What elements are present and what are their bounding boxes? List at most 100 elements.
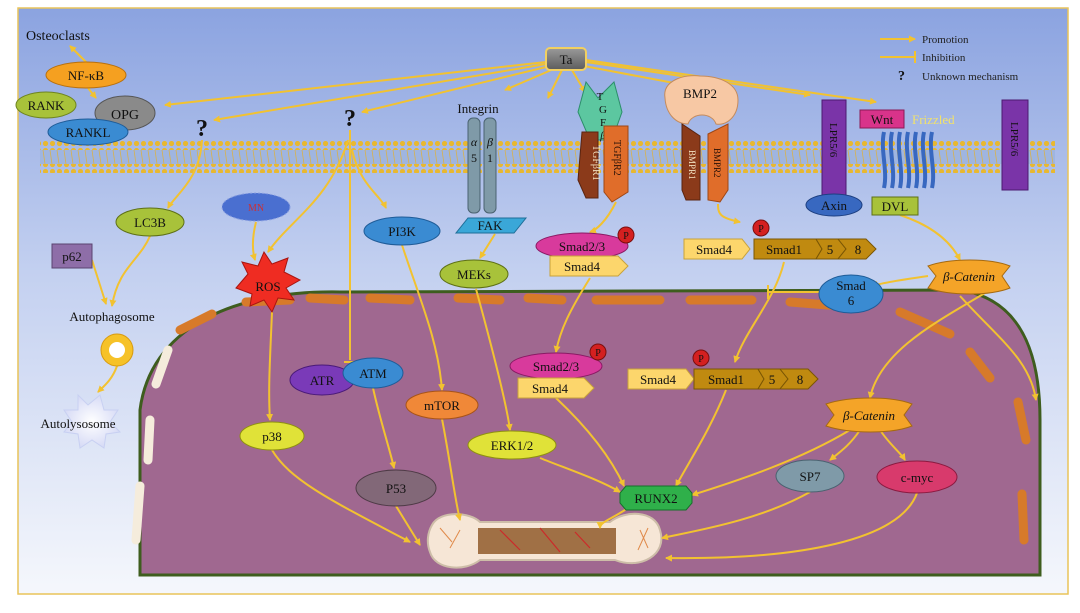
nuclear-envelope-segment [175,309,217,335]
promotion-arrow [97,365,118,393]
mn-node [221,192,291,222]
ta-label: Ta [560,52,573,67]
p53-label: P53 [386,481,406,496]
tgfb-letter-t: T [597,91,604,103]
promotion-arrow [109,235,151,307]
smad4-cyto-label: Smad4 [564,259,601,274]
nuclear-envelope-segment [523,293,567,305]
fak-label: FAK [477,218,503,233]
mn-label: MN [248,203,264,214]
promotion-arrow [441,418,462,521]
frizzled-helix [880,131,888,189]
promotion-arrow [395,505,421,546]
integrin-alpha5 [467,117,481,214]
atm-node [342,357,404,389]
smad6-label-line1: Smad [836,278,866,293]
bmpr1-receptor [681,123,701,201]
promotion-arrow [167,139,203,209]
nuclear-envelope-segment [365,293,415,305]
promotion-arrow [585,59,877,105]
p53-node [355,469,437,507]
smad5-nuc-label: 5 [769,372,776,387]
promotion-arrow [267,139,349,253]
promotion-arrow [372,387,397,469]
nuclear-envelope-segment [143,415,155,465]
nuclear-envelope-segment [151,345,173,389]
rank-label: RANK [28,98,65,113]
promotion-arrow [661,491,811,541]
smad4-cyto-right-label: Smad4 [696,242,733,257]
frizzled-helix [888,131,896,189]
promotion-arrow [665,492,918,562]
p38-label: p38 [262,429,282,444]
pi3k-node [363,216,441,246]
bcatenin-cyto-node [927,259,1011,295]
bcatenin-cyto-label: β-Catenin [942,269,995,284]
lpr56-left-receptor [821,99,847,197]
autolysosome-icon [63,393,122,449]
promotion-arrow [675,389,727,487]
smad1-nuc-phospho [692,349,710,367]
nuclear-envelope-segment [305,293,349,305]
rankl-label: RANKL [66,125,111,140]
promotion-arrow [249,221,257,261]
frizzled-helix [904,131,912,189]
frizzled-receptor [880,131,936,189]
promotion-arrow [69,45,87,63]
ta-node [545,47,587,71]
osteoclasts-label: Osteoclasts [26,29,90,44]
rankl-node [47,118,129,146]
promotion-arrow [164,61,547,108]
smad5-cyto-label: 5 [827,242,834,257]
ros-label: ROS [255,279,280,294]
promotion-arrow [829,429,861,461]
promotion-arrow [475,288,513,431]
smad6-node [818,274,884,314]
p62-node [51,243,93,269]
promotion-arrow [361,65,551,114]
promotion-arrow [479,233,496,259]
bmpr1-label: BMPR1 [687,150,697,180]
bcatenin-nuc-node [825,397,913,433]
legend-unknown-symbol: ? [898,69,905,84]
promotion-arrow [87,87,97,99]
smad23-nuc-phospho-label: P [595,348,601,359]
bmp2-ligand [664,75,739,125]
smad23-nuc-label: Smad2/3 [533,359,579,374]
smad4-cyto-node [549,255,629,277]
smad4-nuc-label: Smad4 [532,381,569,396]
smad23-cyto-phospho-label: P [623,231,629,242]
nuclear-envelope-segment [895,307,955,339]
tgfbr1-label: TGFβR1 [590,145,601,181]
smad6-label-line2: 6 [848,293,855,308]
promotion-arrow [717,203,741,225]
nuclear-envelope-segment [131,481,145,545]
frizzled-helix [928,131,936,189]
smad1-cyto-phospho [752,219,770,237]
tgfbr2-label: TGFβR2 [611,140,622,176]
promotion-arrow [213,63,547,123]
autophagosome-label: Autophagosome [69,309,154,324]
smad8-nuc-node [778,368,819,390]
opg-label: OPG [111,108,139,123]
nuclear-envelope-segments [131,293,1031,545]
promotion-arrow [547,69,563,99]
fak-node [454,217,528,234]
promotion-arrow [959,295,1039,401]
runx2-label: RUNX2 [634,491,677,506]
smad1-cyto-label: Smad1 [766,242,802,257]
integrin-alpha-label: α [471,135,478,149]
tgfb-letter-beta: β [599,130,606,142]
tgfbr1-receptor [577,131,599,199]
lc3b-node [115,207,185,237]
cmyc-node [876,460,958,494]
integrin-label: Integrin [457,101,499,116]
rank-node [15,91,77,119]
promotion-arrow [589,201,617,234]
promotion-arrow [553,277,591,353]
lpr56-left-label: LPR5/6 [827,123,839,158]
promotion-arrow [879,429,906,461]
mtor-node [405,390,479,420]
integrin-5-label: 5 [471,151,477,165]
